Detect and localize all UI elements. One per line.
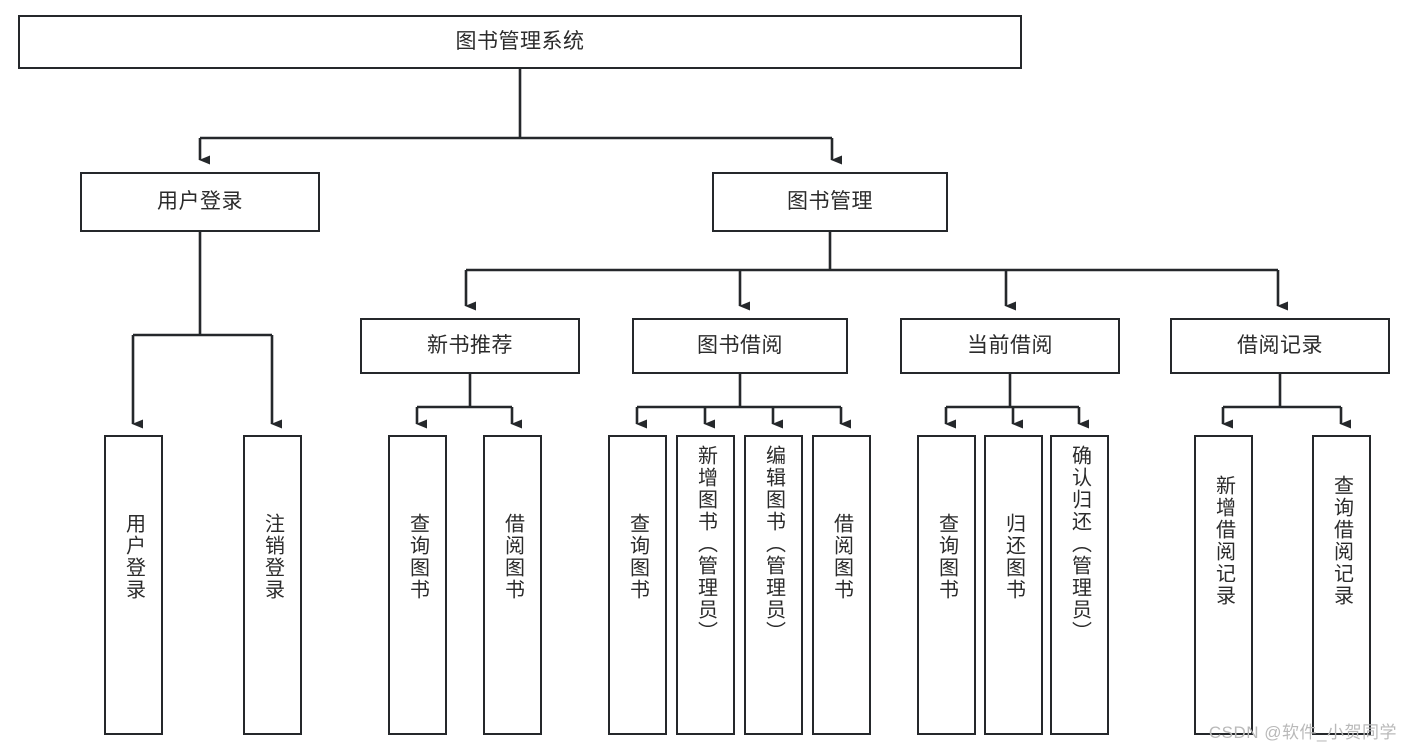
connector-userlogin-to-leaves: [131, 232, 282, 429]
connector-currentborrow-to-leaves: [944, 374, 1089, 429]
node-current-borrow[interactable]: 当前借阅: [900, 318, 1120, 374]
node-root-label: 图书管理系统: [455, 30, 585, 54]
node-leaf-borrow-book-1-label: 借阅图书: [501, 513, 524, 601]
node-new-book-rec[interactable]: 新书推荐: [360, 318, 580, 374]
node-leaf-add-book-label: 新增图书（管理员）: [694, 445, 717, 643]
node-book-borrow[interactable]: 图书借阅: [632, 318, 848, 374]
node-user-login-label: 用户登录: [157, 190, 243, 214]
node-book-borrow-label: 图书借阅: [697, 334, 783, 358]
connector-newbook-to-leaves: [415, 374, 522, 429]
connector-bookborrow-to-leaves: [635, 374, 851, 429]
node-borrow-record[interactable]: 借阅记录: [1170, 318, 1390, 374]
node-leaf-borrow-book-2[interactable]: 借阅图书: [812, 435, 871, 735]
node-leaf-edit-book-label: 编辑图书（管理员）: [762, 445, 785, 643]
node-leaf-query-record[interactable]: 查询借阅记录: [1312, 435, 1371, 735]
node-leaf-query-record-label: 查询借阅记录: [1330, 475, 1353, 607]
node-leaf-add-record-label: 新增借阅记录: [1212, 475, 1235, 607]
node-leaf-borrow-book-1[interactable]: 借阅图书: [483, 435, 542, 735]
node-borrow-record-label: 借阅记录: [1237, 334, 1323, 358]
node-root[interactable]: 图书管理系统: [18, 15, 1022, 69]
node-leaf-confirm-return-label: 确认归还（管理员）: [1068, 445, 1091, 643]
connector-borrowrecord-to-leaves: [1221, 374, 1351, 429]
node-leaf-query-book-2-label: 查询图书: [626, 513, 649, 601]
node-leaf-return-book-label: 归还图书: [1002, 513, 1025, 601]
node-leaf-add-book[interactable]: 新增图书（管理员）: [676, 435, 735, 735]
node-leaf-return-book[interactable]: 归还图书: [984, 435, 1043, 735]
node-book-manage[interactable]: 图书管理: [712, 172, 948, 232]
node-user-login[interactable]: 用户登录: [80, 172, 320, 232]
node-leaf-edit-book[interactable]: 编辑图书（管理员）: [744, 435, 803, 735]
node-leaf-add-record[interactable]: 新增借阅记录: [1194, 435, 1253, 735]
node-leaf-user-login[interactable]: 用户登录: [104, 435, 163, 735]
node-leaf-logout[interactable]: 注销登录: [243, 435, 302, 735]
node-leaf-query-book-3-label: 查询图书: [935, 513, 958, 601]
node-leaf-confirm-return[interactable]: 确认归还（管理员）: [1050, 435, 1109, 735]
node-book-manage-label: 图书管理: [787, 190, 873, 214]
node-leaf-query-book-3[interactable]: 查询图书: [917, 435, 976, 735]
node-leaf-user-login-label: 用户登录: [122, 513, 145, 601]
connector-bookmanage-to-level3: [464, 232, 1288, 311]
node-current-borrow-label: 当前借阅: [967, 334, 1053, 358]
node-leaf-borrow-book-2-label: 借阅图书: [830, 513, 853, 601]
node-leaf-query-book-1[interactable]: 查询图书: [388, 435, 447, 735]
node-leaf-logout-label: 注销登录: [261, 513, 284, 601]
node-leaf-query-book-2[interactable]: 查询图书: [608, 435, 667, 735]
node-leaf-query-book-1-label: 查询图书: [406, 513, 429, 601]
node-new-book-rec-label: 新书推荐: [427, 334, 513, 358]
csdn-watermark: CSDN @软件_小贺同学: [1208, 723, 1397, 742]
connector-root-to-level2: [198, 69, 842, 165]
